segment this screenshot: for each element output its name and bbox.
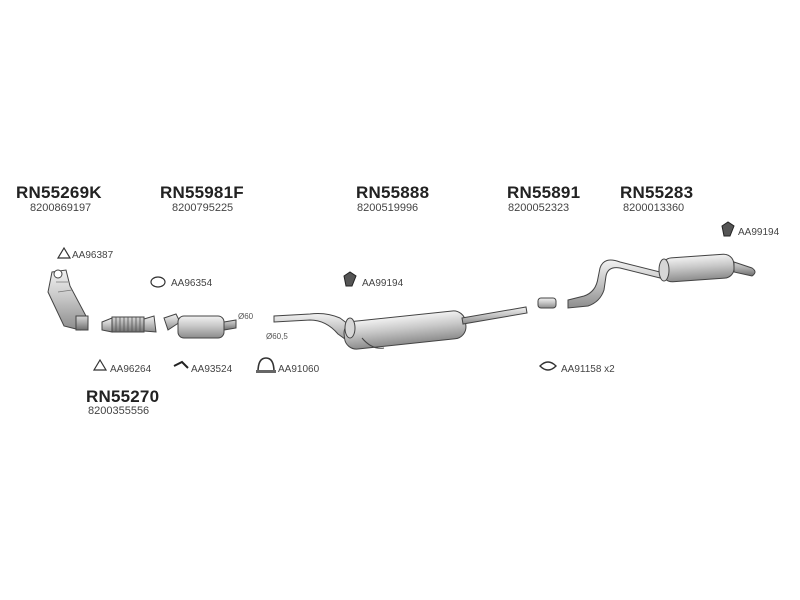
label-gasket-mid: AA96354 bbox=[171, 278, 213, 289]
middle-silencer-icon bbox=[273, 306, 528, 350]
connector-sleeve-icon bbox=[537, 297, 557, 309]
clamp-bottom-icon bbox=[256, 357, 276, 373]
rear-silencer-icon bbox=[567, 253, 756, 309]
label-hanger-right: AA91158 x2 bbox=[561, 364, 615, 375]
hanger-right-icon bbox=[539, 361, 557, 371]
label-bracket-right: AA99194 bbox=[738, 227, 780, 238]
flex-pipe-icon bbox=[101, 315, 157, 333]
part-code-rn55891: RN55891 bbox=[507, 183, 581, 202]
part-ref-rn55891: 8200052323 bbox=[508, 202, 570, 214]
gasket-mid-icon bbox=[150, 276, 166, 288]
part-ref-rn55270: 8200355556 bbox=[88, 405, 150, 417]
part-code-rn55269k: RN55269K bbox=[16, 183, 102, 202]
label-clip-bottom: AA93524 bbox=[191, 364, 233, 375]
part-ref-rn55981f: 8200795225 bbox=[172, 202, 234, 214]
catalytic-converter-icon bbox=[47, 269, 89, 331]
part-ref-rn55269k: 8200869197 bbox=[30, 202, 92, 214]
dimension-d60-5: Ø60,5 bbox=[266, 332, 288, 341]
part-code-rn55283: RN55283 bbox=[620, 183, 694, 202]
label-gasket-top: AA96387 bbox=[72, 250, 114, 261]
front-pipe-icon bbox=[163, 313, 237, 339]
label-clamp-bottom: AA91060 bbox=[278, 364, 320, 375]
bracket-right-icon bbox=[721, 221, 735, 237]
gasket-top-icon bbox=[56, 246, 72, 259]
dimension-d60: Ø60 bbox=[238, 312, 254, 321]
part-code-rn55888: RN55888 bbox=[356, 183, 430, 202]
part-ref-rn55283: 8200013360 bbox=[623, 202, 685, 214]
label-bracket-center: AA99194 bbox=[362, 278, 404, 289]
clip-bottom-icon bbox=[173, 360, 189, 369]
bracket-center-icon bbox=[343, 271, 357, 287]
label-gasket-bottom: AA96264 bbox=[110, 364, 152, 375]
part-code-rn55270: RN55270 bbox=[86, 387, 160, 406]
part-ref-rn55888: 8200519996 bbox=[357, 202, 419, 214]
gasket-bottom-icon bbox=[92, 358, 108, 371]
part-code-rn55981f: RN55981F bbox=[160, 183, 244, 202]
